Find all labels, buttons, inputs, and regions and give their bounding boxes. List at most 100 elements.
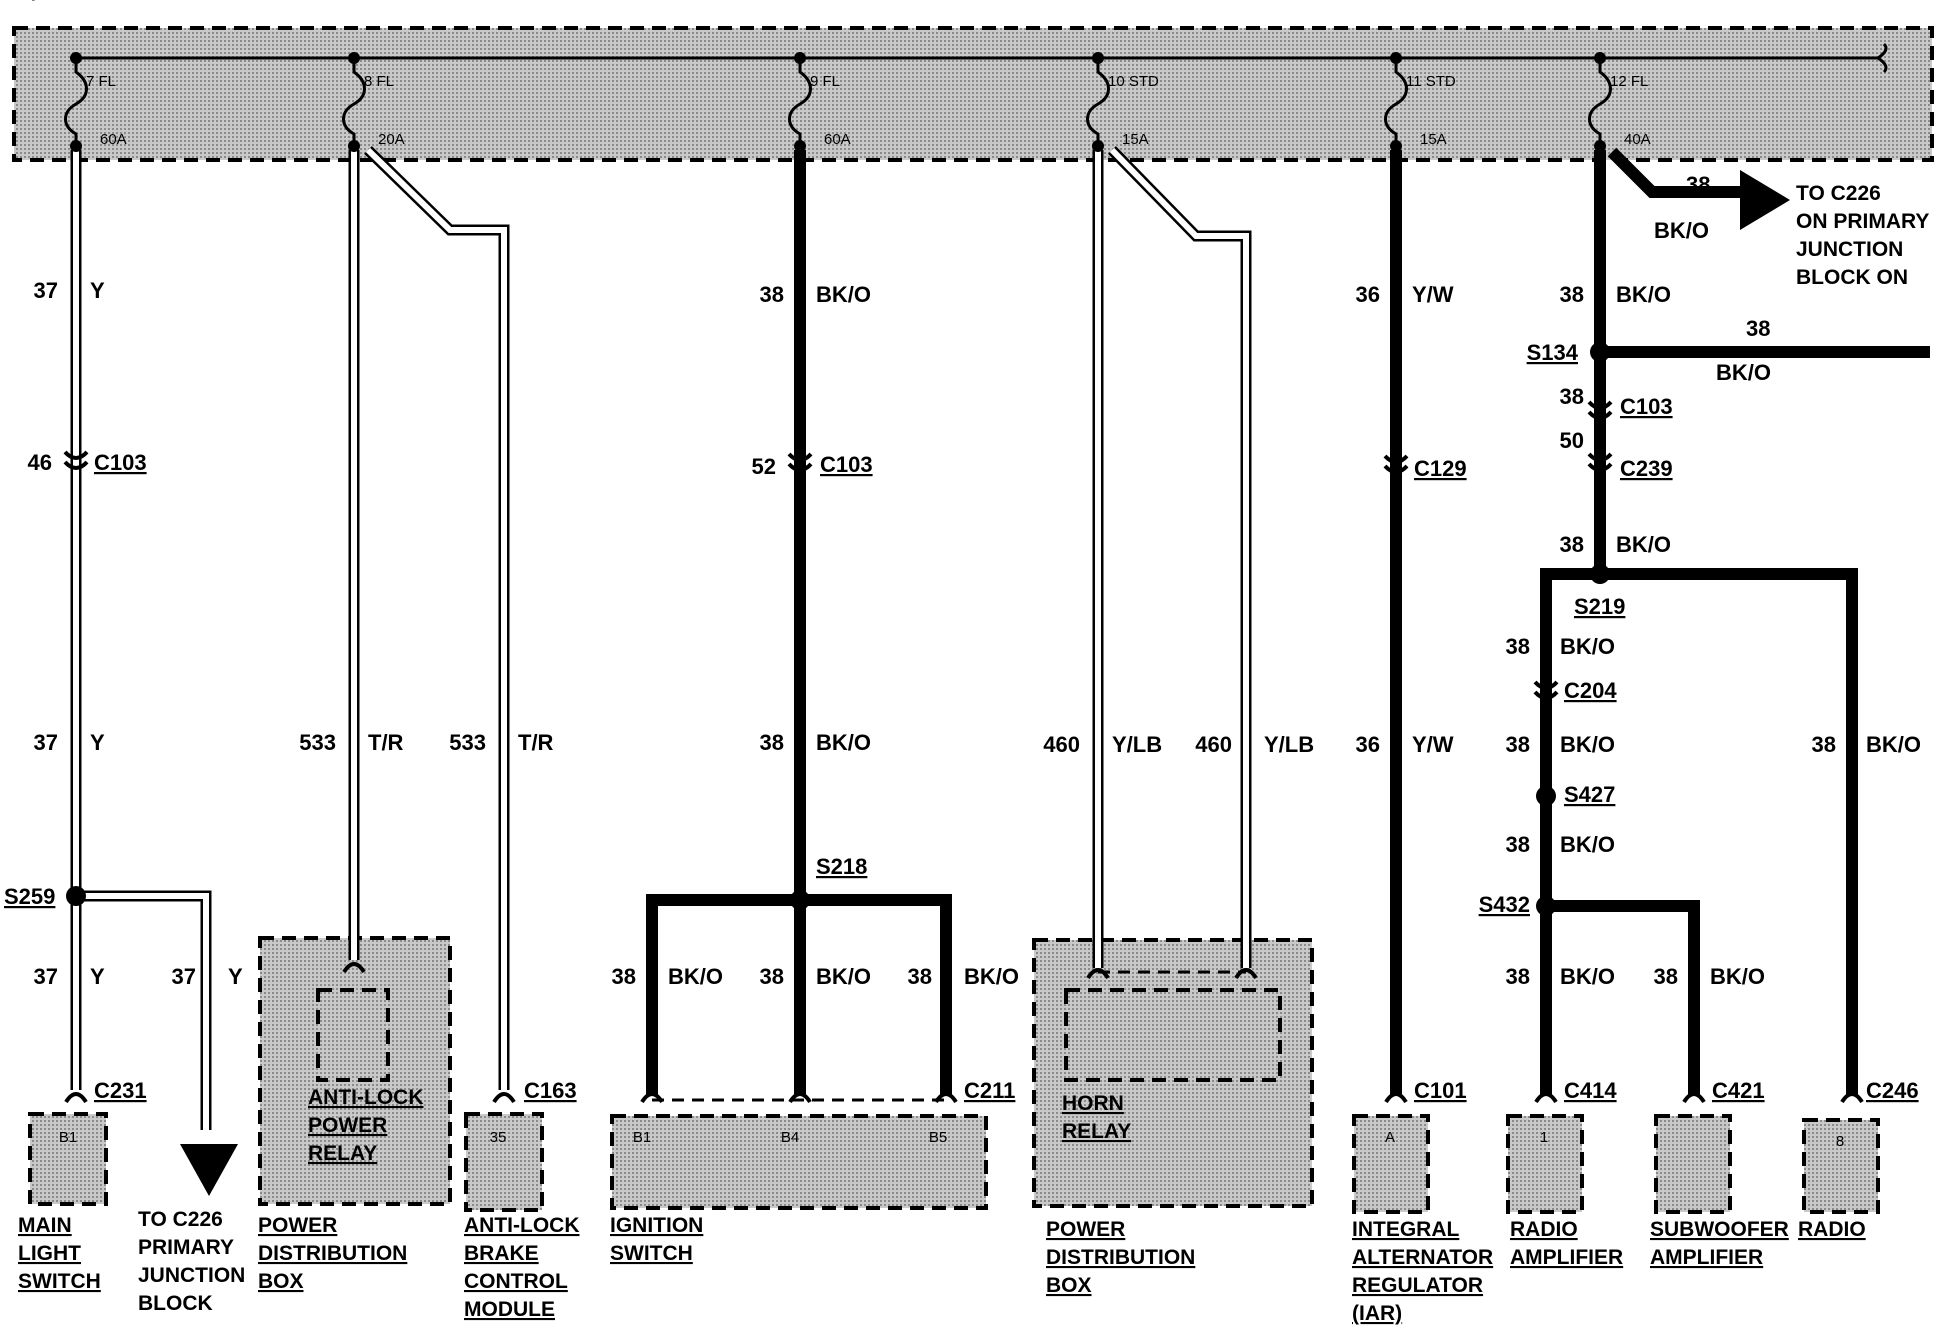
component-label-2-line-2: CONTROL <box>464 1270 568 1293</box>
connector-label: C103 <box>94 450 147 475</box>
fuse-5 <box>1588 58 1612 146</box>
wire-color-label: Y/W <box>1412 282 1454 307</box>
power-distribution-box-band <box>12 26 1934 162</box>
wire-color-label: T/R <box>368 730 404 755</box>
wire-38-bko-to-p-core <box>1607 147 1740 198</box>
inline-connector-2-top <box>1383 454 1409 464</box>
wire-circuit-label: 38 <box>1506 634 1530 659</box>
fuse-5-bottom-dot <box>1594 140 1606 152</box>
wire-circuit-label: 38 <box>1560 282 1584 307</box>
wire-460-ylb-right <box>1108 146 1252 968</box>
anti-lock-power-relay-label-line-2: RELAY <box>308 1142 377 1165</box>
inline-connector-3-bottom <box>1587 410 1613 420</box>
wire-circuit-label: 460 <box>1043 732 1080 757</box>
component-label-1-line-2: BOX <box>258 1270 304 1293</box>
connector-label: C239 <box>1620 456 1673 481</box>
component-label-6-line-0: RADIO <box>1510 1218 1578 1241</box>
component-label-2-line-3: MODULE <box>464 1298 555 1321</box>
anti-lock-power-relay-box <box>316 988 390 1082</box>
component-label-7-line-1: AMPLIFIER <box>1650 1246 1763 1269</box>
connector-label: C103 <box>820 452 873 477</box>
terminal-11 <box>1840 1092 1864 1104</box>
terminal-0 <box>64 1092 88 1104</box>
pin-label: B1 <box>59 1129 77 1146</box>
terminal-10 <box>1682 1092 1706 1104</box>
wire-circuit-label: 38 <box>612 964 636 989</box>
wire-38-bko-radio <box>1600 568 1858 1096</box>
pin-label: B5 <box>929 1129 947 1146</box>
wire-color-label: Y <box>90 278 105 303</box>
anti-lock-power-relay-label-line-1: POWER <box>308 1114 387 1137</box>
subwoofer-amplifier-box <box>1654 1114 1732 1214</box>
destination-d-label-line-0: TO C226 <box>138 1208 223 1231</box>
wire-color-label: BK/O <box>1616 532 1671 557</box>
wire-color-label: BK/O <box>1560 634 1615 659</box>
pin-label: B1 <box>633 1129 651 1146</box>
wire-color-label: Y/LB <box>1264 732 1314 757</box>
anti-lock-power-relay-label-line-0: ANTI-LOCK <box>308 1086 423 1109</box>
wire-37-y-to-c226-inner <box>76 893 209 1130</box>
inline-connector-2-bottom <box>1383 464 1409 474</box>
component-label-5-line-0: INTEGRAL <box>1352 1218 1460 1241</box>
wire-circuit-label: 38 <box>1686 172 1710 197</box>
fuse-3 <box>1086 58 1110 146</box>
wire-color-label: BK/O <box>668 964 723 989</box>
inline-connector-3-top <box>1587 400 1613 410</box>
main-light-switch-box <box>28 1112 108 1206</box>
component-label-5-line-3: (IAR) <box>1352 1302 1402 1325</box>
fuse-amp-label: 20A <box>378 131 405 148</box>
horn-relay-label-line-1: RELAY <box>1062 1120 1131 1143</box>
fuse-0 <box>64 58 88 146</box>
pin-label: B4 <box>781 1129 799 1146</box>
wire-38-bko-subwoofer <box>1546 900 1700 1096</box>
power-distribution-box-right <box>1032 938 1314 1208</box>
component-label-5-line-1: ALTERNATOR <box>1352 1246 1493 1269</box>
pin-label: 35 <box>490 1129 507 1146</box>
wire-460-ylb-right-inner <box>1109 147 1249 968</box>
fuse-0-top-dot <box>70 52 82 64</box>
component-label-0-line-0: MAIN <box>18 1214 72 1237</box>
fuse-id-label: 11 STD <box>1406 73 1456 90</box>
wire-circuit-label: 50 <box>1560 428 1584 453</box>
inline-connector-5-top <box>1533 680 1559 690</box>
splice-dot-2 <box>1590 342 1610 362</box>
connector-label: C204 <box>1564 678 1617 703</box>
connector-label: C414 <box>1564 1078 1617 1103</box>
connector-label: C163 <box>524 1078 577 1103</box>
destination-d-label-line-2: JUNCTION <box>138 1264 245 1287</box>
wire-color-label: BK/O <box>816 730 871 755</box>
inline-connector-4-bottom <box>1587 462 1613 472</box>
destination-p-label-line-1: ON PRIMARY <box>1796 210 1929 233</box>
inline-connector-0-bottom <box>63 460 89 470</box>
destination-p-triangle <box>1740 170 1790 230</box>
wire-color-label: BK/O <box>964 964 1019 989</box>
fuse-id-label: 8 FL <box>364 73 394 90</box>
fuse-amp-label: 40A <box>1624 131 1651 148</box>
terminal-8 <box>1384 1092 1408 1104</box>
connector-label: C101 <box>1414 1078 1467 1103</box>
fuse-id-label: 10 STD <box>1108 73 1159 90</box>
pin-label: A <box>1385 1129 1395 1146</box>
component-label-4-line-1: DISTRIBUTION <box>1046 1246 1195 1269</box>
wire-color-label: BK/O <box>1654 218 1709 243</box>
wire-circuit-label: 38 <box>1506 732 1530 757</box>
wire-533-tr-module <box>364 146 510 1090</box>
wire-circuit-label: 38 <box>1560 384 1584 409</box>
wire-circuit-label: 38 <box>908 964 932 989</box>
fuse-4 <box>1384 58 1408 146</box>
fuse-2 <box>788 58 812 146</box>
splice-label: S432 <box>1479 892 1530 917</box>
component-label-6-line-1: AMPLIFIER <box>1510 1246 1623 1269</box>
pin-label: 8 <box>1836 1133 1844 1150</box>
horn-relay-box <box>1064 988 1282 1082</box>
component-label-3-line-1: SWITCH <box>610 1242 693 1265</box>
anti-lock-brake-control-module-box <box>464 1112 544 1212</box>
power-distribution-box-left <box>258 936 452 1206</box>
fuse-id-label: 12 FL <box>1610 73 1648 90</box>
component-label-0-line-2: SWITCH <box>18 1270 101 1293</box>
wire-circuit-label: 37 <box>172 964 196 989</box>
destination-d-label-line-1: PRIMARY <box>138 1236 234 1259</box>
fuse-1 <box>342 58 366 146</box>
destination-p-label-line-3: BLOCK ON <box>1796 266 1908 289</box>
fuse-0-bottom-dot <box>70 140 82 152</box>
